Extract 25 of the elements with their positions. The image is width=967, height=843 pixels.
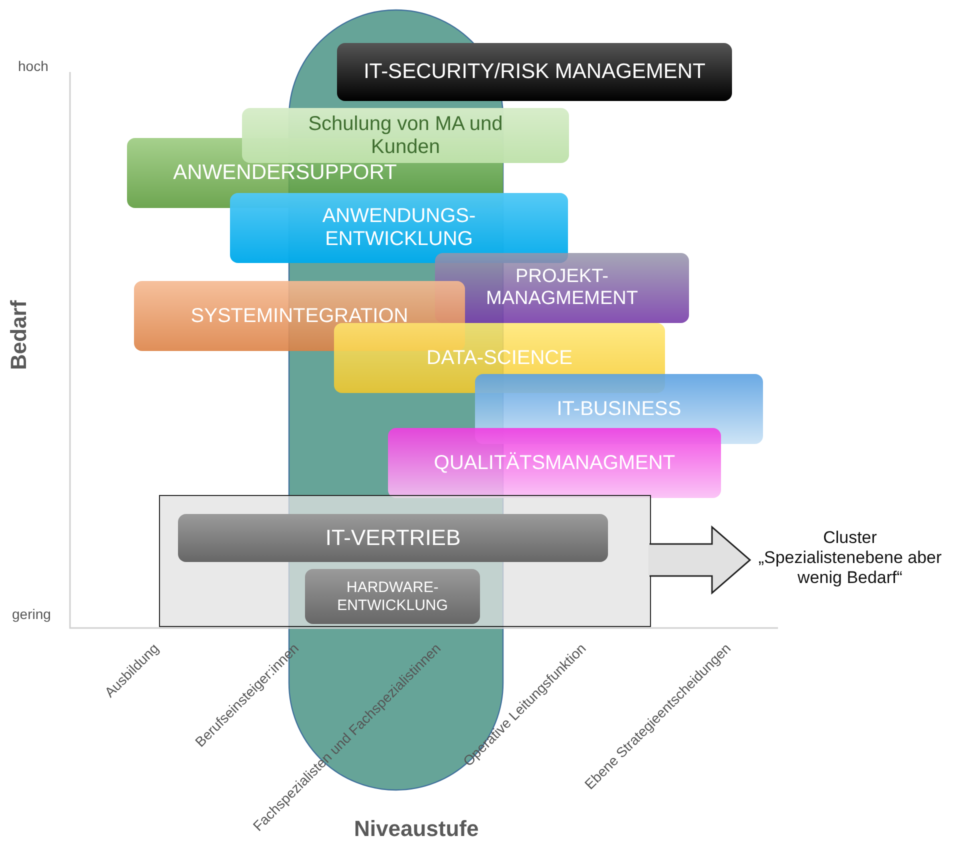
axis-title: Bedarf bbox=[6, 300, 32, 370]
axis-title: Niveaustufe bbox=[354, 816, 479, 842]
category-box bbox=[435, 253, 689, 323]
box-label: IT-BUSINESS bbox=[556, 398, 682, 420]
category-box bbox=[178, 514, 608, 562]
box-label: PROJEKT-MANAGMEMENT bbox=[485, 266, 639, 310]
category-box bbox=[337, 43, 732, 101]
box-label: DATA-SCIENCE bbox=[426, 346, 572, 370]
category-box bbox=[388, 428, 721, 498]
category-box bbox=[305, 569, 480, 624]
cluster-box bbox=[159, 495, 651, 627]
box-label: HARDWARE-ENTWICKLUNG bbox=[336, 579, 449, 614]
category-box bbox=[242, 108, 569, 163]
box-label: Schulung von MA und Kunden bbox=[307, 112, 504, 158]
box-label: SYSTEMINTEGRATION bbox=[190, 304, 408, 328]
axis-label: gering bbox=[12, 606, 51, 622]
cluster-annotation: Cluster „Spezialistenebene aber wenig Bedarf“ bbox=[750, 528, 950, 588]
box-label: IT-SECURITY/RISK MANAGEMENT bbox=[364, 60, 706, 84]
box-label: ANWENDUNGS-ENTWICKLUNG bbox=[321, 205, 477, 251]
box-label: ANWENDERSUPPORT bbox=[173, 160, 397, 186]
box-label: QUALITÄTSMANAGMENT bbox=[434, 452, 676, 474]
axis-label: hoch bbox=[18, 58, 48, 74]
block-arrow bbox=[648, 525, 752, 595]
category-box bbox=[230, 193, 568, 263]
box-label: IT-VERTRIEB bbox=[325, 525, 461, 551]
